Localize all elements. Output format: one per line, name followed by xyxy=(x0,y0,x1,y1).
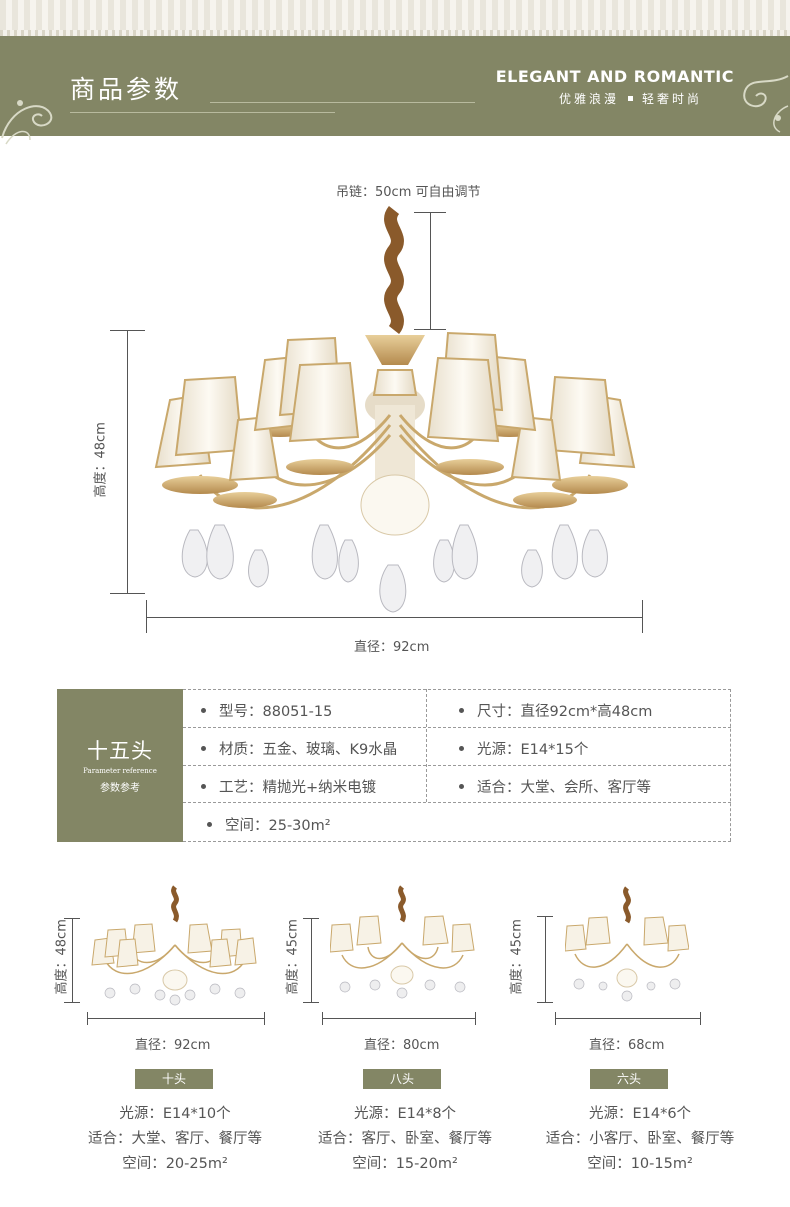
chandelier-six-image xyxy=(565,886,689,1002)
variant-space: 空间：20-25m² xyxy=(122,1156,228,1172)
variant-space: 空间：10-15m² xyxy=(587,1156,693,1172)
variant-height-label: 高度：48cm xyxy=(54,919,70,995)
chandelier-image xyxy=(154,205,636,613)
title-underline xyxy=(210,102,475,103)
slogan-dot-icon xyxy=(627,96,633,101)
slogan-cn: 优雅浪漫 轻奢时尚 xyxy=(559,90,702,107)
spec-craft: 工艺：精抛光+纳米电镀 xyxy=(201,776,376,797)
swirl-left-icon xyxy=(1,100,53,145)
lace-border xyxy=(0,0,790,36)
variant-height-tick xyxy=(537,916,553,917)
chain-dim-bottom xyxy=(414,329,446,330)
slogan-en: ELEGANT AND ROMANTIC xyxy=(495,67,734,86)
bullet-icon xyxy=(201,783,206,789)
variant-height-tick xyxy=(64,1002,80,1003)
variant-diameter-line xyxy=(87,1018,264,1019)
variant-diameter-tick xyxy=(87,1012,88,1025)
variant-height-tick xyxy=(537,1002,553,1003)
variant-diameter-tick xyxy=(700,1012,701,1025)
swirl-right-icon xyxy=(743,75,789,133)
variant-diameter-line xyxy=(555,1018,700,1019)
variant-space: 空间：15-20m² xyxy=(352,1156,458,1172)
chain-dim-top xyxy=(414,212,446,213)
bullet-icon xyxy=(459,707,464,713)
bullet-icon xyxy=(201,745,206,751)
variant-diameter-tick xyxy=(264,1012,265,1025)
variant-light: 光源：E14*10个 xyxy=(119,1106,231,1122)
variant-height-tick xyxy=(303,1002,319,1003)
spec-head-en: Parameter reference xyxy=(83,767,157,775)
title-underline-2 xyxy=(70,112,335,113)
chain-dim-line xyxy=(430,212,431,329)
variant-diameter-tick xyxy=(322,1012,323,1025)
variant-diameter-label: 直径：80cm xyxy=(364,1038,440,1053)
variant-height-label: 高度：45cm xyxy=(285,919,301,995)
variant-diameter-line xyxy=(322,1018,475,1019)
variant-height-line xyxy=(545,916,546,1002)
variant-diameter-label: 直径：68cm xyxy=(589,1038,665,1053)
variant-diameter-tick xyxy=(475,1012,476,1025)
slogan-cn-left: 优雅浪漫 xyxy=(558,92,619,106)
variant-suitable: 适合：大堂、客厅、餐厅等 xyxy=(88,1131,262,1147)
variant-tag: 八头 xyxy=(363,1069,441,1089)
diameter-dim-left xyxy=(146,600,147,633)
row-divider xyxy=(183,765,731,766)
spec-table: 十五头 Parameter reference 参数参考 型号：88051-15… xyxy=(57,689,731,842)
col-divider xyxy=(426,689,427,802)
bullet-icon xyxy=(207,821,212,827)
spec-suitable: 适合：大堂、会所、客厅等 xyxy=(459,776,651,797)
variant-suitable: 适合：客厅、卧室、餐厅等 xyxy=(318,1131,492,1147)
height-label: 高度：48cm xyxy=(93,422,109,498)
bullet-icon xyxy=(459,783,464,789)
diameter-label: 直径：92cm xyxy=(354,640,430,655)
row-divider xyxy=(183,802,731,803)
header-banner: 商品参数 ELEGANT AND ROMANTIC 优雅浪漫 轻奢时尚 xyxy=(0,36,790,145)
height-dim-bottom xyxy=(110,593,145,594)
slogan-cn-right: 轻奢时尚 xyxy=(641,92,702,106)
variant-suitable: 适合：小客厅、卧室、餐厅等 xyxy=(545,1131,735,1147)
col-divider xyxy=(730,689,731,841)
spec-model: 型号：88051-15 xyxy=(201,700,332,721)
height-dim-top xyxy=(110,330,145,331)
variant-tag: 六头 xyxy=(590,1069,668,1089)
variant-height-label: 高度：45cm xyxy=(509,919,525,995)
variant-tag: 十头 xyxy=(135,1069,213,1089)
diameter-dim-right xyxy=(642,600,643,633)
chain-label: 吊链：50cm 可自由调节 xyxy=(336,185,481,200)
variant-height-tick xyxy=(64,918,80,919)
spec-head: 十五头 Parameter reference 参数参考 xyxy=(57,689,183,842)
variant-height-tick xyxy=(303,918,319,919)
variant-height-line xyxy=(72,918,73,1002)
spec-material: 材质：五金、玻璃、K9水晶 xyxy=(201,738,397,759)
spec-head-title: 十五头 xyxy=(87,739,153,763)
spec-light: 光源：E14*15个 xyxy=(459,738,588,759)
row-divider xyxy=(183,727,731,728)
chandelier-ten-image xyxy=(91,885,257,1006)
spec-space: 空间：25-30m² xyxy=(207,814,331,835)
page-title: 商品参数 xyxy=(70,75,183,104)
height-dim-line xyxy=(127,330,128,593)
variant-light: 光源：E14*8个 xyxy=(353,1106,457,1122)
chandelier-eight-image xyxy=(330,885,475,999)
row-divider xyxy=(183,841,731,842)
spec-size: 尺寸：直径92cm*高48cm xyxy=(459,700,652,721)
bullet-icon xyxy=(201,707,206,713)
variant-height-line xyxy=(311,918,312,1002)
bullet-icon xyxy=(459,745,464,751)
variant-diameter-label: 直径：92cm xyxy=(135,1038,211,1053)
variant-light: 光源：E14*6个 xyxy=(588,1106,692,1122)
spec-head-cn: 参数参考 xyxy=(100,783,140,794)
variant-diameter-tick xyxy=(555,1012,556,1025)
diameter-dim-line xyxy=(146,617,643,618)
row-divider xyxy=(183,689,731,690)
